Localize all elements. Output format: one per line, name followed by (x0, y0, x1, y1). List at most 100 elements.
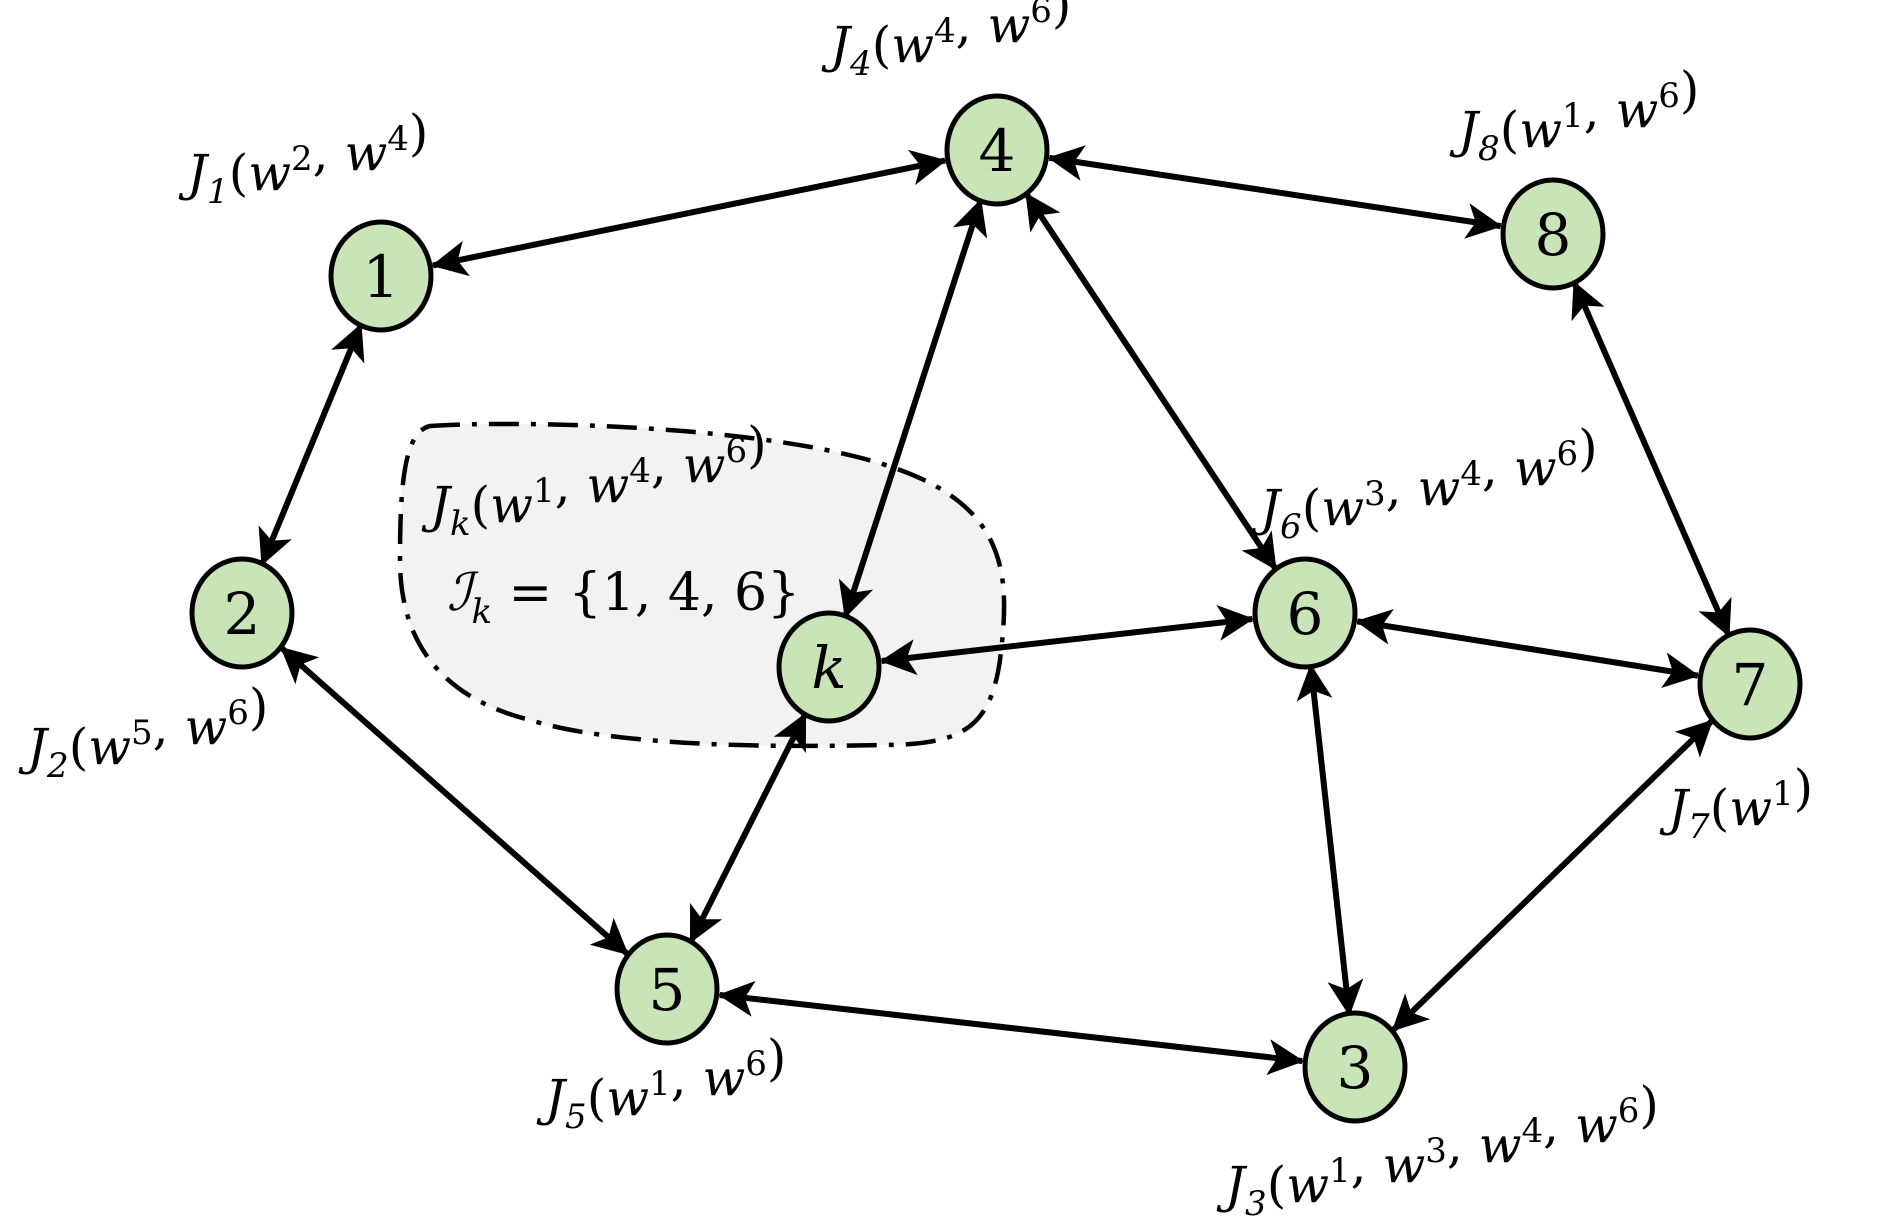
variable-base: w (1321, 479, 1364, 537)
variable-superscript: 5 (131, 713, 153, 753)
variable-superscript: 6 (1618, 1091, 1640, 1131)
variable-base: w (586, 456, 629, 514)
comma: , (1351, 1136, 1383, 1194)
node-label-3: 3 (1337, 1034, 1374, 1102)
comma: , (1482, 439, 1514, 497)
edge-4-6 (1023, 192, 1279, 571)
function-name: J (1449, 101, 1481, 159)
variable-base: w (88, 718, 131, 776)
function-label-3: J3(w1, w3, w4, w6) (1216, 1076, 1659, 1224)
neighbor-set-label: ℐk = {1, 4, 6} (447, 563, 800, 632)
node-label-6: 6 (1287, 580, 1324, 648)
edge-4-8 (1047, 145, 1503, 239)
paren-close: ) (249, 678, 269, 736)
function-subscript: k (450, 504, 471, 544)
variable-base: w (490, 476, 533, 534)
edge-k-6 (879, 604, 1255, 676)
node-circle-2 (189, 556, 295, 670)
paren-close: ) (1639, 1076, 1659, 1134)
edge-7-3 (1391, 718, 1714, 1033)
paren-open: ( (872, 16, 892, 74)
variable-superscript: 6 (745, 1044, 767, 1084)
variable-superscript: 6 (1557, 434, 1579, 474)
function-subscript: 6 (1280, 507, 1302, 547)
function-subscript: 8 (1478, 129, 1500, 169)
node-7: 7 (1697, 627, 1803, 741)
variable-base: w (184, 698, 227, 756)
node-label-2: 2 (224, 580, 261, 648)
comma: , (153, 698, 185, 756)
comma: , (956, 0, 988, 54)
variable-base: w (1729, 779, 1772, 837)
function-label-4: J4(w4, w6) (821, 0, 1071, 84)
function-subscript: 1 (207, 172, 229, 212)
paren-open: ( (1710, 779, 1730, 837)
node-label-5: 5 (649, 956, 686, 1024)
comma: , (671, 1049, 703, 1107)
variable-superscript: 3 (1425, 1131, 1447, 1171)
edge-6-7 (1355, 609, 1700, 688)
variable-superscript: 2 (291, 139, 313, 179)
edge-8-7 (1571, 280, 1732, 638)
function-name: J (1216, 1156, 1248, 1214)
function-subscript: 3 (1245, 1184, 1267, 1224)
variable-base: w (1382, 1136, 1425, 1194)
node-3: 3 (1302, 1010, 1408, 1124)
function-label-1: J1(w2, w4) (178, 104, 428, 212)
node-circle-4 (944, 93, 1050, 207)
variable-base: w (1575, 1096, 1618, 1154)
paren-open: ( (69, 718, 89, 776)
variable-superscript: 6 (1658, 76, 1680, 116)
variable-superscript: 1 (1562, 96, 1584, 136)
node-label-k: k (811, 634, 846, 702)
variable-superscript: 6 (1030, 0, 1052, 31)
neighbor-set-members: = {1, 4, 6} (492, 563, 800, 623)
edge-6-3 (1296, 663, 1364, 1017)
node-circle-5 (614, 932, 720, 1046)
variable-base: w (1417, 459, 1460, 517)
paren-open: ( (471, 476, 491, 534)
function-subscript: 4 (849, 44, 872, 84)
paren-close: ) (1578, 419, 1598, 477)
node-5: 5 (614, 932, 720, 1046)
variable-superscript: 3 (1364, 474, 1386, 514)
comma: , (313, 124, 345, 182)
node-label-1: 1 (363, 243, 400, 311)
variable-base: w (702, 1049, 745, 1107)
function-subscript: 2 (46, 746, 69, 786)
variable-base: w (1514, 439, 1557, 497)
comma: , (651, 436, 683, 494)
paren-close: ) (409, 104, 429, 162)
function-name: J (18, 718, 50, 776)
node-6: 6 (1252, 556, 1358, 670)
function-subscript: 7 (1688, 807, 1710, 847)
node-8: 8 (1500, 177, 1606, 291)
node-label-8: 8 (1535, 201, 1572, 269)
variable-superscript: 1 (1329, 1151, 1351, 1191)
variable-superscript: 4 (1460, 454, 1482, 494)
node-2: 2 (189, 556, 295, 670)
variable-base: w (1479, 1116, 1522, 1174)
node-label-7: 7 (1732, 651, 1769, 719)
paren-open: ( (1500, 101, 1520, 159)
paren-open: ( (229, 144, 249, 202)
node-k: k (776, 610, 882, 724)
paren-close: ) (747, 416, 767, 474)
node-1: 1 (328, 219, 434, 333)
paren-close: ) (1052, 0, 1072, 34)
variable-base: w (1519, 101, 1562, 159)
variable-base: w (344, 124, 387, 182)
edge-1-2 (258, 323, 365, 566)
variable-superscript: 1 (649, 1064, 671, 1104)
edges-layer (258, 145, 1732, 1076)
function-label-8: J8(w1, w6) (1449, 61, 1699, 169)
variable-base: w (606, 1069, 649, 1127)
comma: , (1447, 1116, 1479, 1174)
comma: , (1543, 1096, 1575, 1154)
comma: , (555, 456, 587, 514)
edge-k-5 (688, 712, 808, 944)
function-name: J (178, 144, 210, 202)
variable-base: w (987, 0, 1030, 54)
paren-open: ( (1302, 479, 1322, 537)
